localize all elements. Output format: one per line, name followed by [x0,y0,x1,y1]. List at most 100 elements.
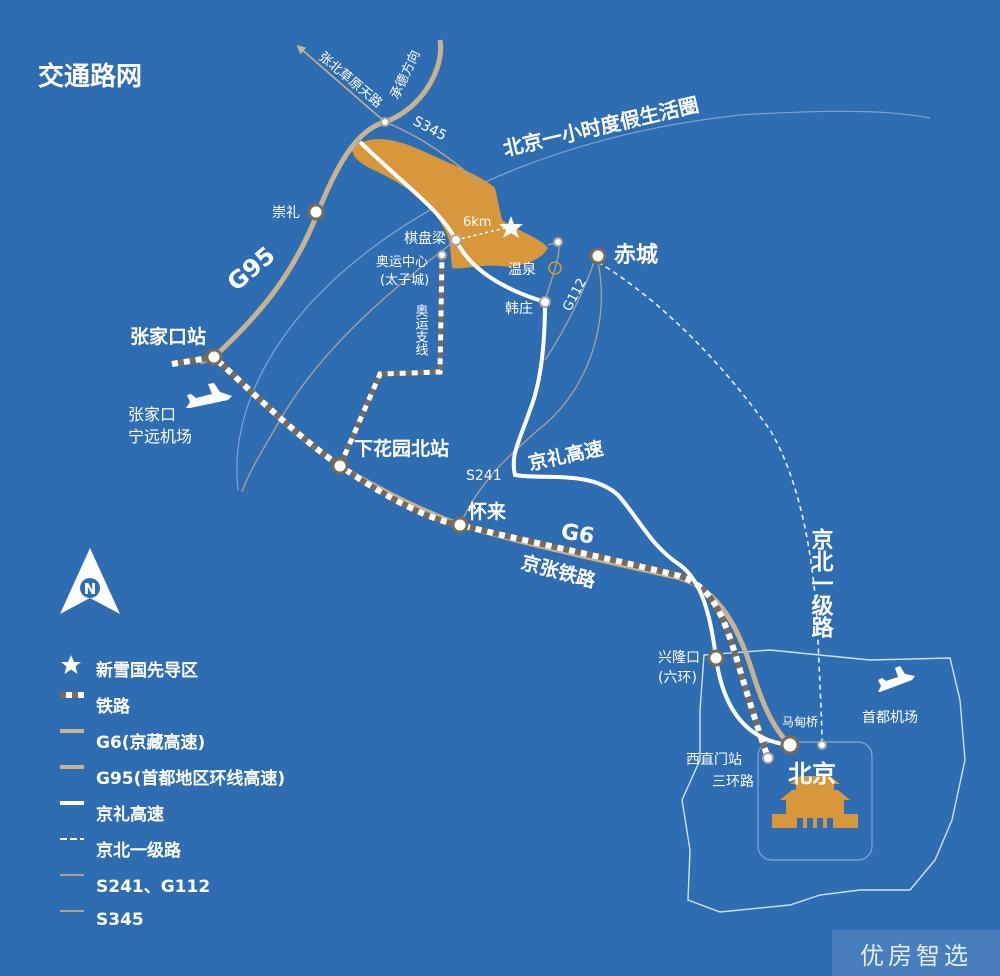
label-xizhimen-station: 西直门站 [686,751,742,768]
label-chengde-direction: 承德方向 [387,48,423,102]
label-beijing: 北京 [788,760,836,788]
legend-label: 新雪国先导区 [96,660,198,681]
label-zhangjiakou-station: 张家口站 [130,325,206,348]
node-qipanliang[interactable] [450,234,462,246]
road-to-zhangbei [296,45,386,123]
railway-branch-dash [337,254,445,467]
node-wenquan-jct[interactable] [553,237,563,247]
label-aoyun-center-1: 奥运中心 [376,255,428,270]
node-xinglongkou[interactable] [707,649,725,667]
label-xinglongkou-2: (六环) [658,670,697,686]
jingli-line-icon [60,800,84,824]
label-wenquan: 温泉 [508,261,536,278]
capital-airport-icon [878,666,915,692]
label-huailai: 怀来 [468,500,506,523]
label-zhangbei-direction: 张北草原天路 [315,49,385,111]
railway-main [171,353,771,759]
legend-item-g95: G95(首都地区环线高速) [60,762,285,790]
star-icon [60,655,84,680]
pilot-zone-area [352,139,548,269]
label-chicheng: 赤城 [614,242,658,268]
label-third-ring: 三环路 [712,774,754,790]
node-hanzhuang[interactable] [539,296,551,308]
hot-spring-icon [548,261,562,275]
compass-letter: N [84,580,97,598]
label-g6: G6 [559,519,596,549]
label-chongli: 崇礼 [272,205,300,221]
six-km-dashed-line [455,227,506,241]
tiananmen-icon [772,776,858,828]
legend-label: S241、G112 [96,876,211,897]
legend-label: 铁路 [96,696,130,717]
node-chongli[interactable] [307,203,325,221]
node-beijing[interactable] [780,735,800,755]
label-zhangjiakou-airport-2: 宁远机场 [128,427,192,446]
node-zhangjiakou-station[interactable] [205,348,223,366]
label-jingli-expressway: 京礼高速 [526,437,605,475]
map-title: 交通路网 [38,62,143,92]
node-xiahuayuan-north[interactable] [331,457,349,475]
label-xiahuayuan-north: 下花园北站 [354,437,449,460]
legend-label: 京礼高速 [96,804,164,825]
jingbei-first-road [597,261,823,746]
legend-item-jingbei: 京北一级路 [60,834,181,862]
one-hour-circle-arc [236,110,931,491]
label-xinglongkou-1: 兴隆口 [658,650,700,666]
railway-main-dash [171,353,771,759]
legend-label: S345 [96,910,144,930]
label-madianqiao: 马甸桥 [782,715,818,729]
node-madianqiao[interactable] [817,740,827,750]
six-km-label: 6km [463,215,491,230]
node-s345[interactable] [380,117,390,127]
label-jingbei-first-road: 京北一级路 [808,527,834,638]
g6-highway [212,355,792,747]
zhangjiakou-airport-icon [186,383,232,408]
label-g112: G112 [560,276,590,314]
jingli-expressway [358,140,791,747]
node-chicheng[interactable] [589,247,607,265]
compass: N [60,548,120,614]
beijing-boundary [681,649,966,913]
legend-item-s345: S345 [60,906,144,934]
legend-label: 京北一级路 [96,840,181,861]
legend-item-jingli: 京礼高速 [60,798,164,826]
legend-item-g6: G6(京藏高速) [60,726,205,754]
node-aoyun-center[interactable] [437,250,447,260]
legend-item-railway: 铁路 [60,690,130,718]
thin-line-icon [60,872,84,896]
label-zhangjiakou-airport-1: 张家口 [128,405,176,424]
legend-label: G6(京藏高速) [96,732,206,753]
label-hanzhuang: 韩庄 [505,300,533,317]
node-huailai[interactable] [451,516,469,534]
s241-south-road [544,241,560,301]
label-one-hour-circle: 北京一小时度假生活圈 [501,92,701,160]
beijing-inner-area [757,741,873,861]
legend-item-s241-g112: S241、G112 [60,870,210,898]
label-qipanliang: 棋盘梁 [404,230,446,247]
chicheng-to-hanzhuang-road [544,255,597,361]
railway-line-icon [60,692,84,716]
label-aoyun-branch: 奥运支线 [413,304,429,356]
label-s241: S241 [466,468,502,484]
node-xizhimen[interactable] [762,752,774,764]
g95-line-icon [60,764,84,788]
g6-line-icon [60,728,84,752]
major-station-nodes [205,203,800,755]
legend-label: G95(首都地区环线高速) [96,768,286,789]
s241-road [241,239,457,493]
legend-item-pilot-zone: 新雪国先导区 [60,654,198,682]
g112-road [459,261,603,526]
thin-line-icon [60,908,84,932]
dashed-line-icon [60,836,84,860]
label-g95: G95 [222,241,281,297]
s345-road [384,121,481,186]
label-capital-airport: 首都机场 [862,710,918,726]
minor-station-nodes [380,117,827,764]
watermark: 优房智选 [832,930,1000,976]
pilot-zone-star [499,216,523,238]
label-s345: S345 [410,113,449,144]
g95-highway [199,39,444,365]
label-aoyun-center-2: (太子城) [380,273,429,288]
